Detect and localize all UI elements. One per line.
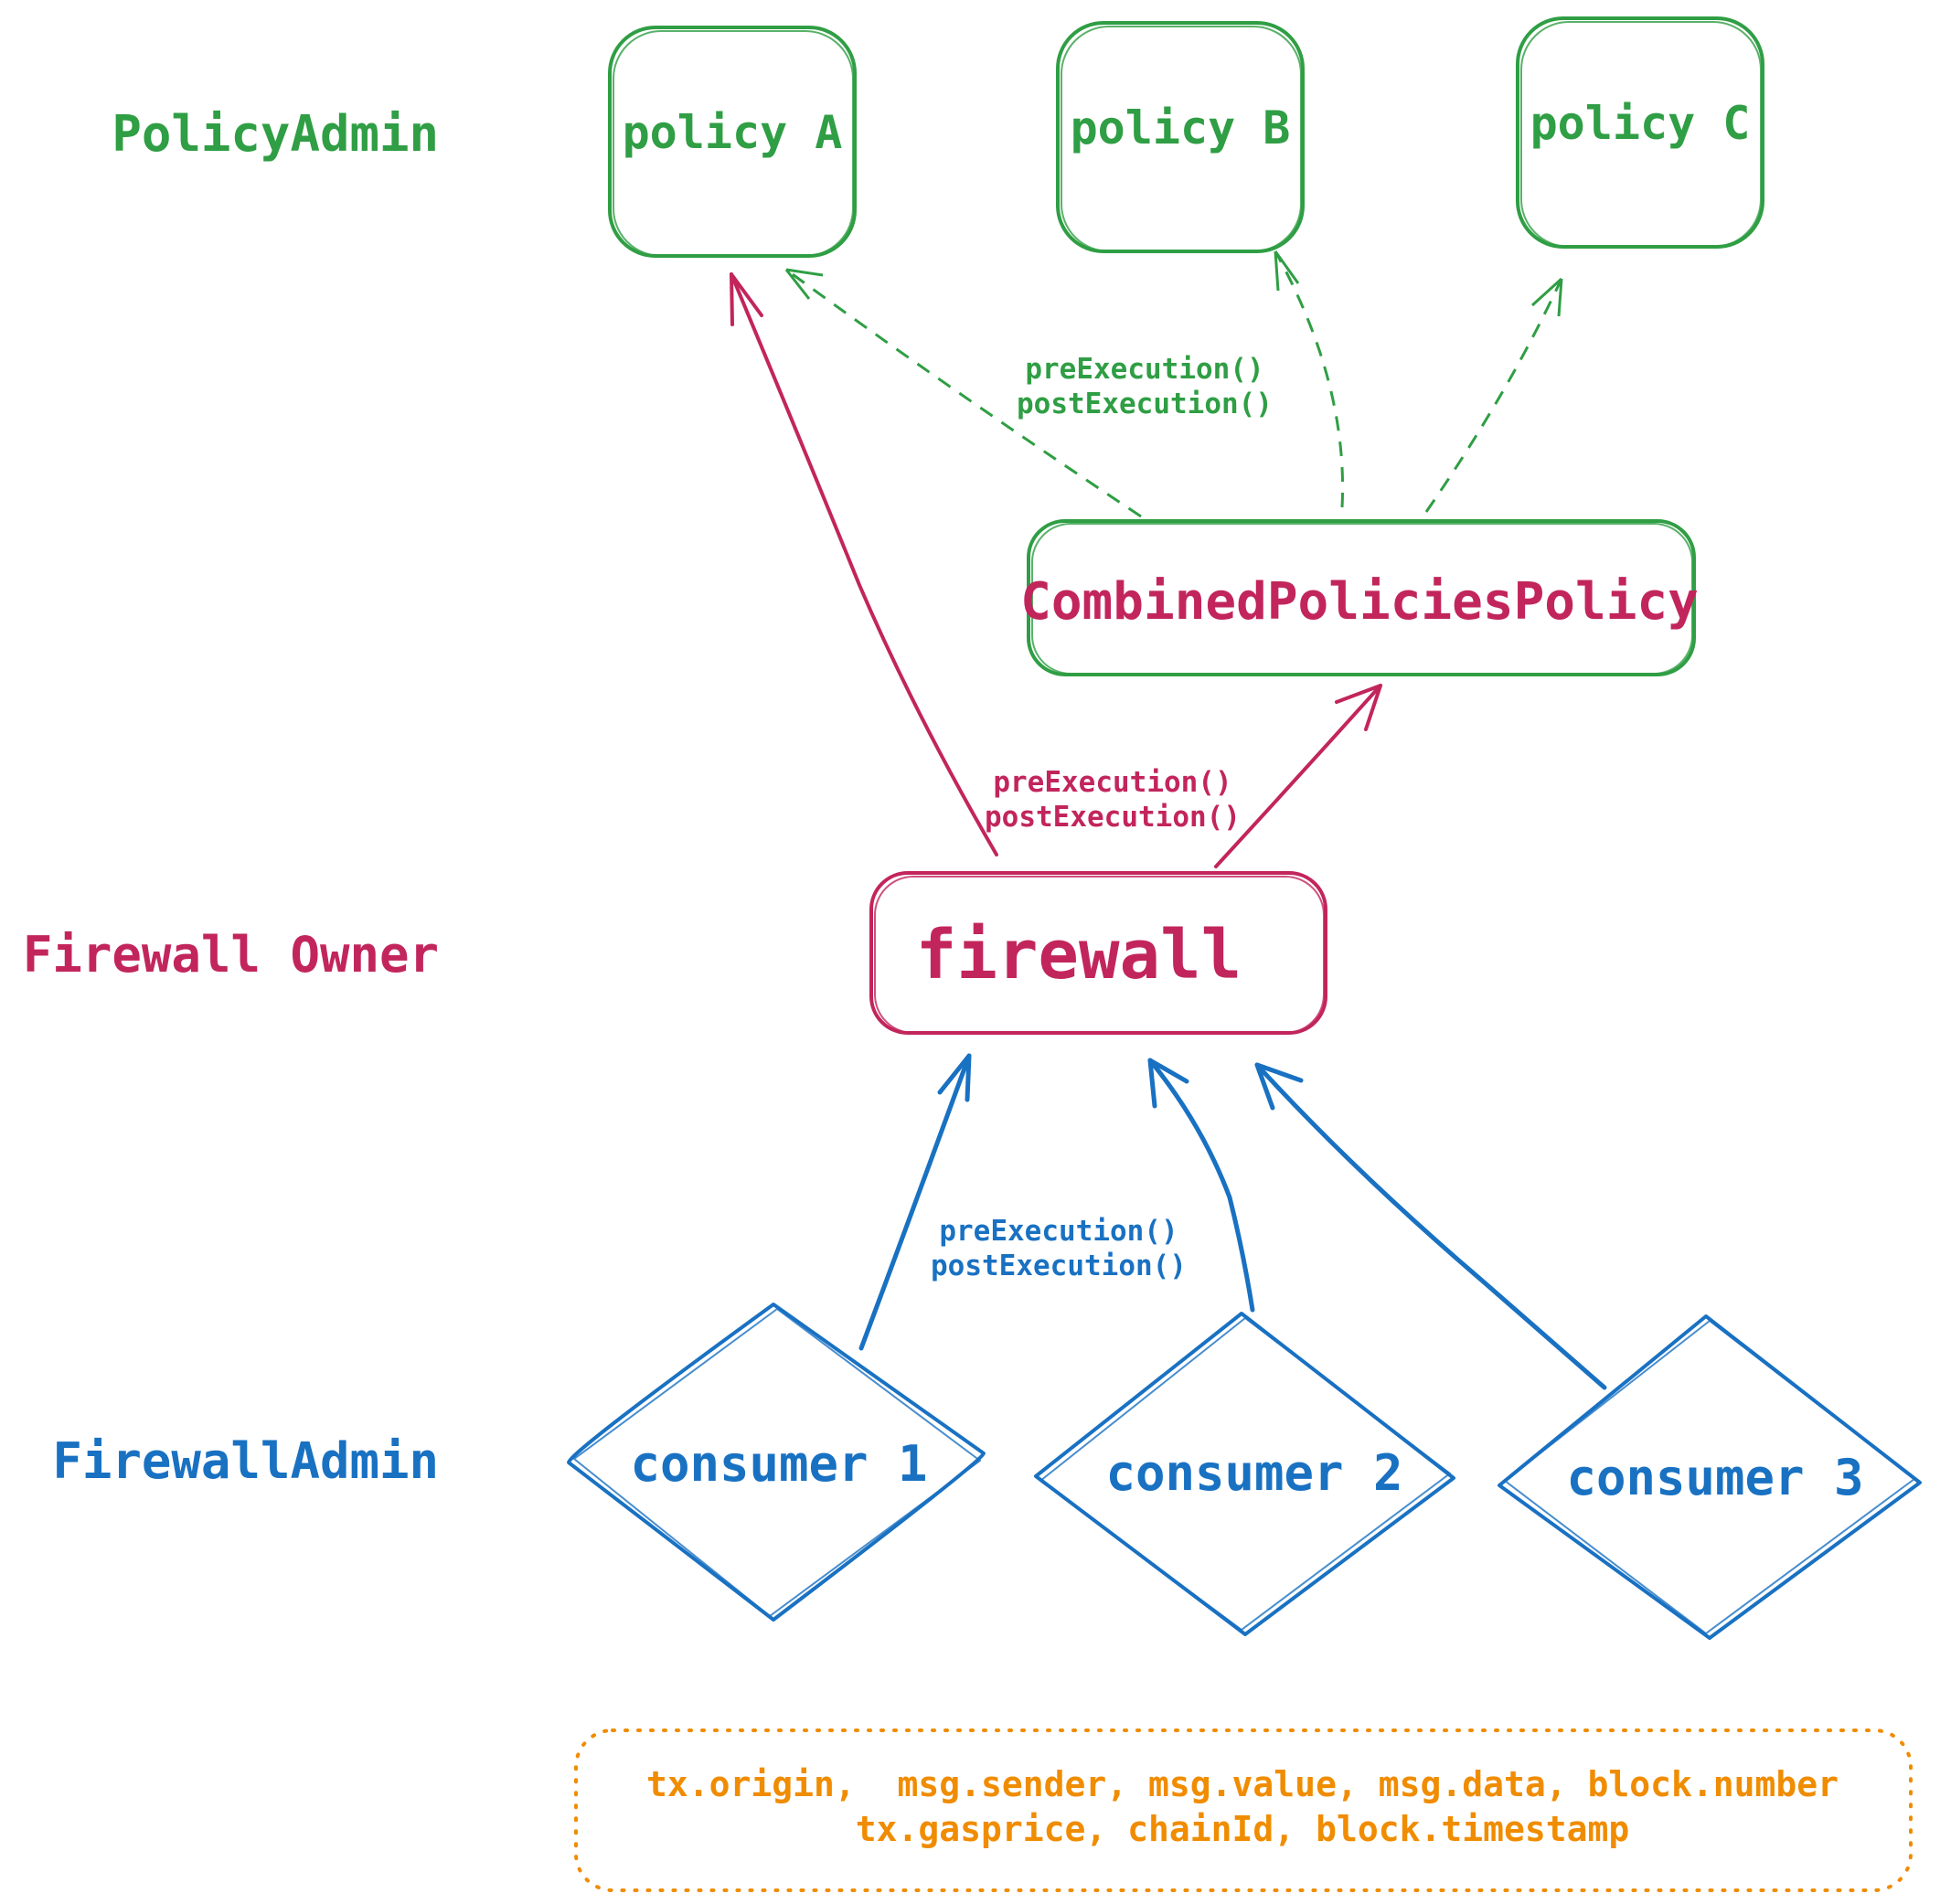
consumer-2-node[interactable]: consumer 2	[1034, 1312, 1455, 1636]
firewall-node[interactable]: firewall	[869, 871, 1327, 1035]
role-policy-admin: PolicyAdmin	[112, 105, 439, 163]
firewall-edge-label-line1: preExecution()	[993, 766, 1231, 799]
context-line-2: tx.gasprice, chainId, block.timestamp	[856, 1809, 1629, 1849]
arrow-consumer-3-to-firewall	[1254, 1062, 1607, 1390]
firewall-edge-label-line2: postExecution()	[985, 801, 1241, 834]
policy-a-label: policy A	[623, 106, 843, 159]
consumer-edge-label-line2: postExecution()	[931, 1250, 1187, 1282]
consumer-3-node[interactable]: consumer 3	[1498, 1314, 1922, 1640]
consumer-1-node[interactable]: consumer 1	[567, 1303, 986, 1622]
policy-b-node[interactable]: policy B	[1056, 21, 1305, 253]
arrow-consumer-2-to-firewall	[1147, 1058, 1255, 1313]
policy-c-node[interactable]: policy C	[1516, 16, 1764, 249]
arrow-combined-to-policy-b	[1274, 250, 1345, 508]
consumer-edge-label-line1: preExecution()	[939, 1215, 1178, 1248]
consumer-2-label: consumer 2	[1105, 1444, 1402, 1502]
arrow-firewall-to-combined	[1214, 684, 1382, 868]
combined-policies-node[interactable]: CombinedPoliciesPolicy	[1020, 519, 1699, 676]
arrow-consumer-1-to-firewall	[858, 1053, 972, 1351]
role-firewall-owner: Firewall Owner	[23, 926, 439, 984]
consumer-1-label: consumer 1	[630, 1435, 927, 1493]
combined-edge-label-line2: postExecution()	[1017, 388, 1273, 420]
arrow-combined-to-policy-a	[784, 268, 1142, 518]
firewall-label: firewall	[916, 916, 1242, 995]
policy-a-node[interactable]: policy A	[608, 26, 857, 258]
combined-edge-label-line1: preExecution()	[1025, 353, 1263, 386]
policy-b-label: policy B	[1071, 101, 1291, 154]
consumer-3-label: consumer 3	[1566, 1449, 1863, 1506]
context-box: tx.origin, msg.sender, msg.value, msg.da…	[574, 1728, 1913, 1892]
role-firewall-admin: FirewallAdmin	[52, 1432, 439, 1490]
context-line-1: tx.origin, msg.sender, msg.value, msg.da…	[646, 1764, 1839, 1804]
combined-policies-label: CombinedPoliciesPolicy	[1020, 572, 1699, 632]
arrow-combined-to-policy-c	[1424, 277, 1563, 513]
policy-c-label: policy C	[1530, 97, 1751, 150]
arrow-firewall-to-policy-a	[730, 272, 998, 856]
